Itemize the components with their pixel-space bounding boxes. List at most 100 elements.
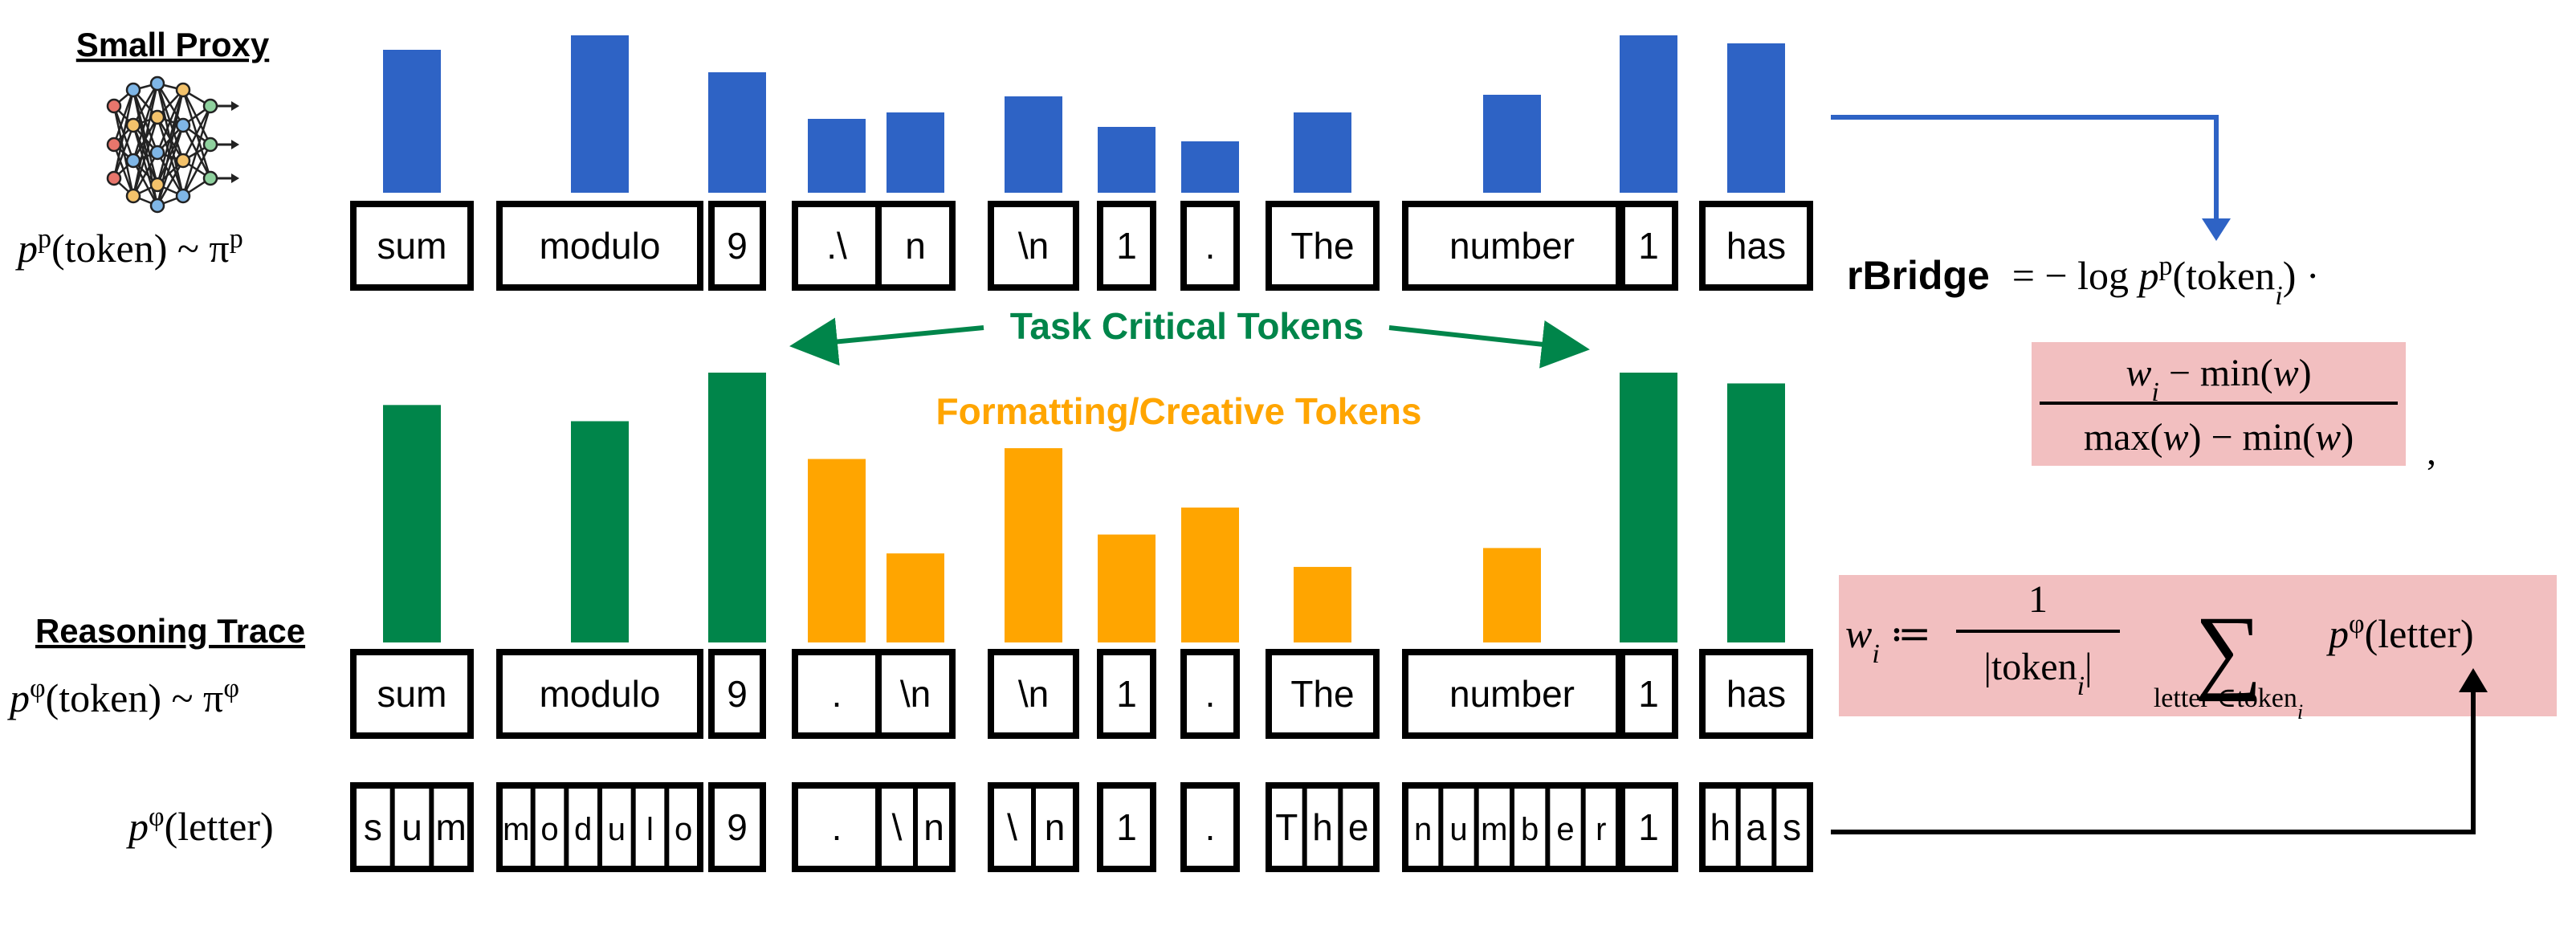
reasoning-trace-label: Reasoning Trace (35, 612, 305, 650)
trace-bar (571, 421, 629, 642)
letter-label: h (1710, 806, 1731, 848)
token-label: The (1290, 673, 1354, 715)
trace-bar (887, 553, 944, 642)
letter-label: 1 (1638, 806, 1659, 848)
letter-label: h (1312, 806, 1333, 848)
weight-summation-symbol: ∑ (2195, 597, 2262, 702)
proxy-bar (1294, 112, 1351, 193)
token-box (988, 201, 1079, 291)
letter-label: m (503, 812, 529, 847)
task-critical-tokens-label: Task Critical Tokens (1010, 305, 1364, 347)
token-box (350, 201, 474, 291)
token-label: The (1290, 225, 1354, 267)
letter-connector-line (1831, 687, 2476, 834)
letter-label: o (540, 812, 558, 847)
weight-fraction-denominator: |tokeni| (1983, 646, 2092, 701)
letter-token-box (1619, 782, 1678, 872)
proxy-bar (1005, 96, 1062, 193)
token-label: . (1205, 225, 1216, 267)
token-label: \n (1018, 225, 1049, 267)
token-box (496, 649, 703, 739)
letter-label: . (832, 806, 842, 848)
trace-bar (1483, 548, 1541, 642)
proxy-bar (1181, 141, 1239, 193)
rbridge-formula: rBridge = − log pp(tokeni) · (1847, 251, 2320, 311)
token-label: .\ (826, 225, 847, 267)
proxy-bar (1098, 127, 1156, 193)
token-box (708, 649, 766, 739)
token-label: modulo (540, 225, 661, 267)
letter-label: \ (1007, 806, 1017, 848)
trace-bar (1005, 448, 1062, 642)
normalization-denominator: max(w) − min(w) (2084, 416, 2354, 459)
letter-label: d (574, 812, 592, 847)
proxy-bar (1727, 43, 1785, 193)
token-box (1402, 201, 1622, 291)
token-label: 1 (1638, 225, 1659, 267)
token-label: 9 (727, 225, 748, 267)
letter-label: T (1275, 806, 1298, 848)
token-label: sum (377, 673, 447, 715)
token-label: \n (1018, 673, 1049, 715)
letter-label: s (1783, 806, 1801, 848)
proxy-bar (708, 72, 766, 193)
token-label: . (1205, 673, 1216, 715)
token-label: number (1449, 673, 1575, 715)
token-label: number (1449, 225, 1575, 267)
letter-label: o (675, 812, 692, 847)
token-box (1180, 201, 1240, 291)
token-box (708, 201, 766, 291)
token-box (988, 649, 1079, 739)
formatting-creative-tokens-label: Formatting/Creative Tokens (936, 390, 1422, 432)
token-box (1266, 201, 1380, 291)
token-label: 1 (1638, 673, 1659, 715)
proxy-bar (383, 50, 441, 193)
letter-token-box (350, 782, 474, 872)
letter-connector-arrowhead (2459, 668, 2488, 692)
token-label: 1 (1116, 225, 1137, 267)
token-label: \n (900, 673, 931, 715)
trace-bar (383, 405, 441, 642)
weight-fraction-numerator: 1 (2028, 578, 2048, 621)
letter-label: u (401, 806, 422, 848)
letter-token-box (792, 782, 882, 872)
trace-distribution-label: pφ(token) ~ πφ (7, 674, 239, 721)
token-box (875, 201, 956, 291)
token-label: 1 (1116, 673, 1137, 715)
small-proxy-label: Small Proxy (76, 26, 270, 63)
proxy-bar (1620, 35, 1677, 193)
letter-token-box (708, 782, 766, 872)
letter-label: u (608, 812, 626, 847)
weight-summation-subscript: letter ∈tokeni (2154, 683, 2303, 724)
token-box (1180, 649, 1240, 739)
trace-bar (1620, 373, 1677, 642)
token-label: modulo (540, 673, 661, 715)
normalization-numerator: wi − min(w) (2126, 352, 2311, 407)
proxy-bar (887, 112, 944, 193)
letter-label: n (923, 806, 944, 848)
trace-bar (1098, 534, 1156, 642)
token-box (792, 649, 882, 739)
proxy-distribution-label: pp(token) ~ πp (15, 224, 243, 271)
letter-label: e (1556, 812, 1574, 847)
token-box (1097, 649, 1156, 739)
token-label: 9 (727, 673, 748, 715)
trace-bar (808, 459, 866, 642)
letter-token-box (1266, 782, 1380, 872)
trace-bar (1294, 566, 1351, 642)
letter-label: \ (892, 806, 903, 848)
letter-distribution-label: pφ(letter) (126, 802, 274, 850)
letter-label: s (364, 806, 382, 848)
trace-bar (1727, 383, 1785, 642)
letter-label: 9 (727, 806, 748, 848)
task-critical-arrow-right (1388, 320, 1590, 369)
weight-lhs: wi ≔ (1845, 611, 1931, 669)
token-label: n (905, 225, 926, 267)
normalization-trailing-comma: , (2427, 430, 2436, 473)
trace-bar (708, 373, 766, 642)
letter-label: b (1521, 812, 1539, 847)
